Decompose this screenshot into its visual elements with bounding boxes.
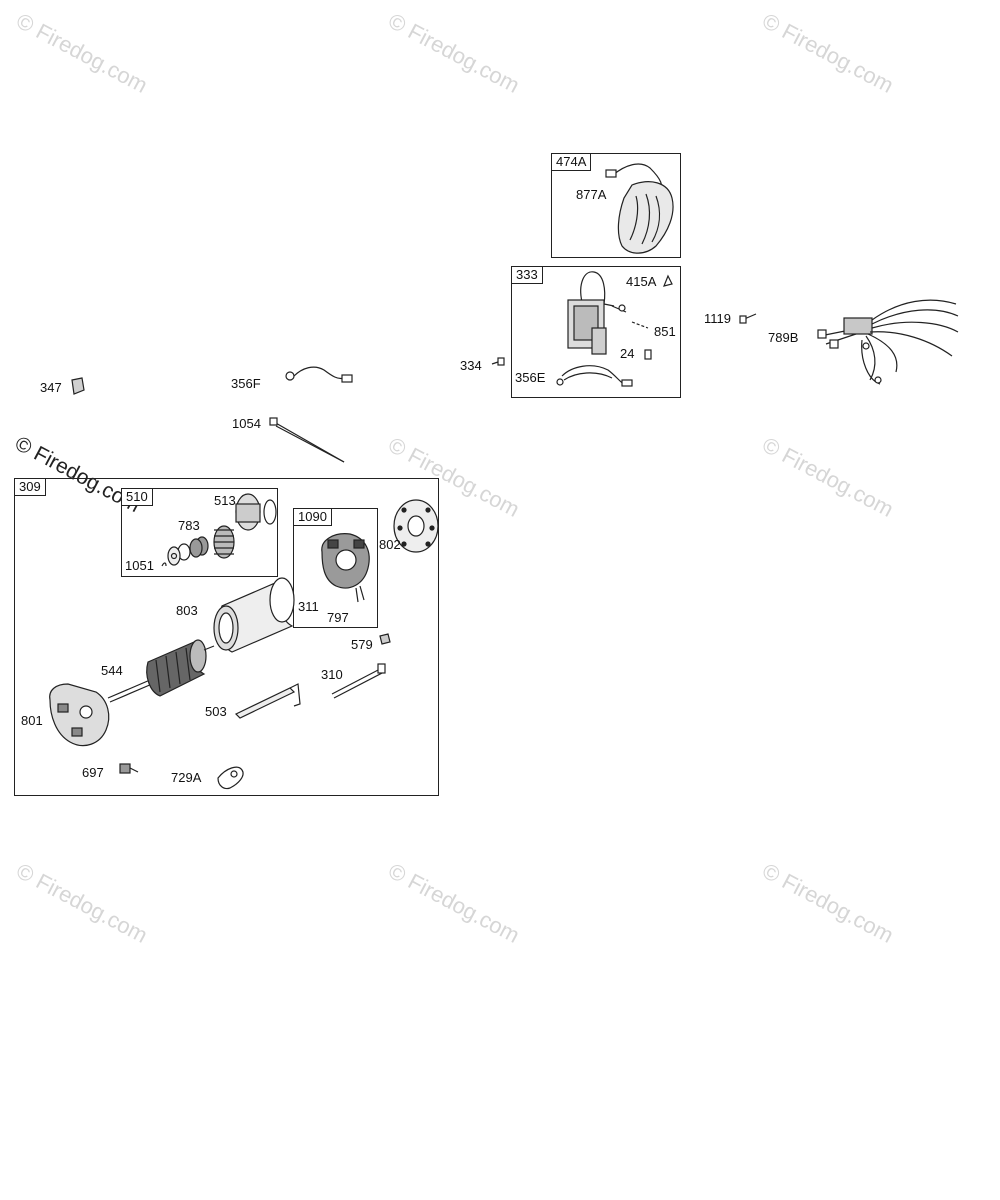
part-503-bracket-icon	[234, 683, 301, 719]
part-label-1119: 1119	[704, 311, 731, 326]
part-label-579: 579	[351, 637, 373, 652]
part-802-end-plate-icon	[393, 499, 439, 553]
part-label-544: 544	[101, 663, 123, 678]
part-label-697: 697	[82, 765, 104, 780]
part-729a-bracket-icon	[217, 766, 244, 790]
part-label-356e: 356E	[515, 370, 546, 385]
group-box-333	[511, 266, 681, 398]
group-label-1090: 1090	[293, 508, 332, 526]
part-label-877a: 877A	[576, 187, 607, 202]
part-334-screw-icon	[491, 357, 505, 366]
group-box-510	[121, 488, 278, 577]
part-801-plate-icon	[49, 683, 110, 747]
part-label-783: 783	[178, 518, 200, 533]
part-label-802: 802	[379, 537, 401, 552]
part-label-789b: 789B	[768, 330, 799, 345]
part-label-311: 311	[298, 599, 319, 614]
part-579-nut-icon	[379, 633, 391, 645]
part-310-bolt-icon	[331, 663, 386, 699]
part-label-415a: 415A	[626, 274, 657, 289]
part-label-803: 803	[176, 603, 198, 618]
part-513-drive-icon	[235, 493, 277, 531]
part-label-513: 513	[214, 493, 236, 508]
part-label-503: 503	[205, 704, 227, 719]
part-333-module-icon	[556, 271, 673, 387]
part-347-clip-icon	[71, 377, 85, 395]
part-803-housing-icon	[213, 577, 295, 653]
part-544-armature-icon	[107, 639, 215, 703]
group-label-309: 309	[14, 478, 46, 496]
part-label-24: 24	[620, 346, 635, 361]
part-789b-harness-icon	[817, 299, 959, 385]
group-box-309	[14, 478, 439, 796]
part-label-356f: 356F	[231, 376, 261, 391]
group-label-510: 510	[121, 488, 153, 506]
part-label-797: 797	[327, 610, 349, 625]
group-box-1090	[293, 508, 378, 628]
group-label-333: 333	[511, 266, 543, 284]
part-1119-screw-icon	[739, 313, 757, 324]
part-1051-clip-icon	[161, 562, 167, 567]
part-1054-tie-icon	[269, 417, 345, 463]
part-label-347: 347	[40, 380, 62, 395]
part-877a-harness-icon	[605, 163, 674, 254]
part-washer-icon	[167, 543, 191, 566]
part-783-gear-icon	[213, 525, 235, 559]
part-label-334: 334	[460, 358, 482, 373]
group-box-474a	[551, 153, 681, 258]
part-356f-wire-icon	[285, 366, 353, 383]
part-label-310: 310	[321, 667, 343, 682]
part-1090-brush-holder-icon	[321, 533, 370, 603]
part-697-screw-icon	[119, 763, 139, 774]
part-label-1054: 1054	[232, 416, 261, 431]
group-label-474a: 474A	[551, 153, 592, 171]
part-label-1051: 1051	[125, 558, 154, 573]
part-label-851: 851	[654, 324, 676, 339]
part-label-801: 801	[21, 713, 43, 728]
part-label-729a: 729A	[171, 770, 202, 785]
part-spring-icon	[189, 536, 209, 558]
